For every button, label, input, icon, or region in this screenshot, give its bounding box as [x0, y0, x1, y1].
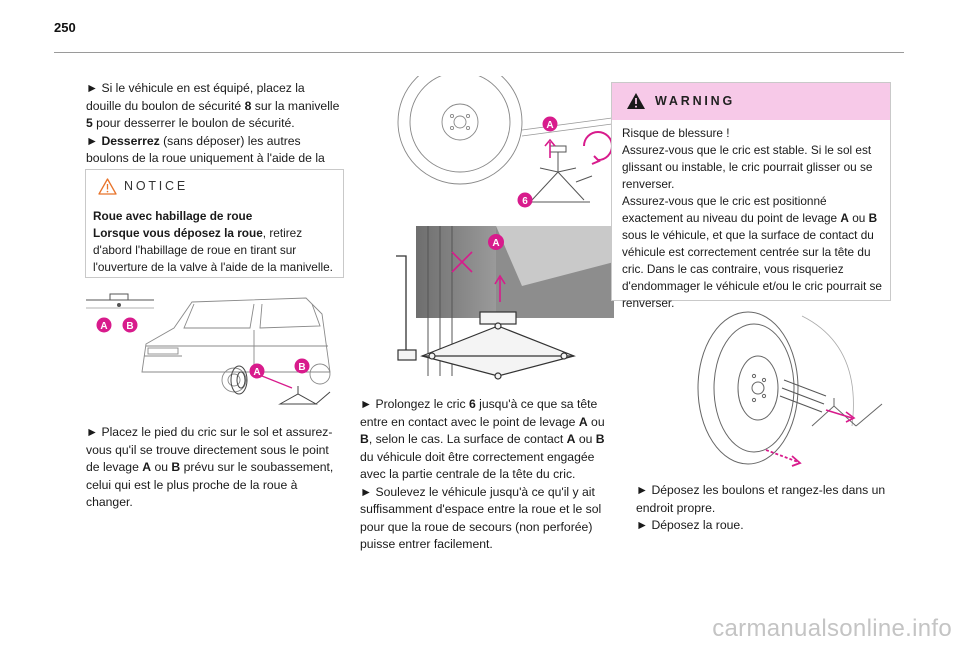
notice-title: NOTICE	[124, 179, 189, 193]
lift-arrow	[261, 375, 293, 389]
label-6-jack: 6	[517, 192, 533, 208]
left-column-lower: ► Placez le pied du cric sur le sol et a…	[86, 424, 342, 512]
sill	[521, 117, 612, 137]
car-outline	[141, 297, 331, 393]
label-a-closeup: A	[488, 234, 504, 250]
right-paragraph-1: ► Déposez les boulons et rangez-les dans…	[636, 483, 886, 515]
warning-header: WARNING	[612, 83, 890, 120]
mark-x	[451, 251, 473, 273]
notice-header: NOTICE	[86, 170, 343, 203]
warning-triangle-icon	[98, 178, 117, 195]
rotation-arrow	[583, 131, 612, 165]
exclamation-triangle-icon	[627, 93, 645, 109]
jack-support	[811, 398, 883, 427]
tire	[416, 226, 496, 318]
warning-body: Risque de blessure ! Assurez-vous que le…	[622, 125, 884, 312]
warning-line-1: Risque de blessure !	[622, 126, 730, 140]
svg-text:A: A	[253, 367, 260, 378]
label-a-inset: A	[96, 317, 112, 333]
wheel-removal-figure	[697, 311, 883, 467]
label-a-car: A	[249, 363, 265, 379]
wheel	[397, 76, 523, 185]
left-paragraph-3: ► Placez le pied du cric sur le sol et a…	[86, 425, 334, 509]
jack-extension-figure: A 6	[397, 76, 612, 208]
bolt-arrow	[825, 409, 856, 423]
warning-line-2: Assurez-vous que le cric est stable. Si …	[622, 143, 873, 191]
jack-contact-closeup-figure: A	[396, 226, 614, 380]
svg-text:A: A	[546, 120, 553, 131]
wheel-bolts	[779, 379, 827, 413]
middle-column: ► Prolongez le cric 6 jusqu'à ce que sa …	[360, 396, 616, 554]
fender	[801, 315, 854, 427]
jack-head-arrow	[494, 274, 506, 302]
label-a-jack: A	[542, 116, 558, 132]
header-rule	[54, 52, 904, 53]
jack-small	[278, 386, 331, 405]
car-lifting-points-figure: A B A B	[86, 293, 331, 405]
body-panel	[496, 226, 614, 286]
right-paragraph-2: ► Déposez la roue.	[636, 518, 744, 532]
left-column: ► Si le véhicule en est équipé, placez l…	[86, 80, 342, 185]
left-paragraph-2: ► Desserrez (sans déposer) les autres bo…	[86, 133, 325, 183]
label-b-car: B	[294, 358, 310, 374]
notice-box: NOTICE Roue avec habillage de roue Lorsq…	[85, 169, 344, 278]
crank-handle	[396, 255, 407, 350]
warning-box: WARNING Risque de blessure ! Assurez-vou…	[611, 82, 891, 310]
watermark: carmanualsonline.info	[712, 615, 952, 642]
svg-text:B: B	[298, 362, 305, 373]
left-paragraph-1: ► Si le véhicule en est équipé, placez l…	[86, 81, 340, 130]
page-number: 250	[54, 20, 76, 35]
notice-body: Roue avec habillage de roue Lorsque vous…	[93, 208, 337, 276]
underbody-inset	[86, 293, 154, 309]
middle-paragraph-1: ► Prolongez le cric 6 jusqu'à ce que sa …	[360, 397, 605, 481]
notice-text: Lorsque vous déposez la roue, retirez d'…	[93, 226, 333, 274]
scissor-jack	[526, 145, 593, 203]
warning-title: WARNING	[655, 94, 736, 108]
middle-paragraph-2: ► Soulevez le véhicule jusqu'à ce qu'il …	[360, 484, 602, 552]
svg-text:A: A	[100, 321, 107, 332]
notice-heading: Roue avec habillage de roue	[93, 209, 253, 223]
svg-text:A: A	[492, 238, 499, 249]
label-b-inset: B	[122, 317, 138, 333]
warning-line-3: Assurez-vous que le cric est positionné …	[622, 194, 882, 310]
up-arrow	[544, 138, 556, 158]
svg-text:6: 6	[522, 196, 528, 207]
wheel-arrow	[765, 449, 802, 467]
svg-text:B: B	[126, 321, 133, 332]
jack-large	[397, 311, 576, 380]
right-column: ► Déposez les boulons et rangez-les dans…	[636, 482, 892, 535]
spare-wheel	[697, 311, 799, 465]
removed-wheel	[230, 365, 248, 395]
